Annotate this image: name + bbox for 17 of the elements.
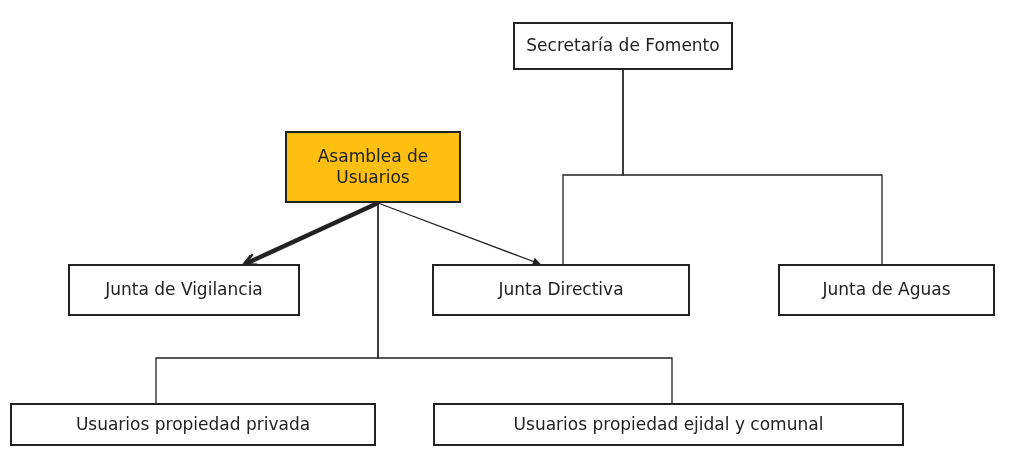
arrow [377,202,541,266]
box-label: Junta de Aguas [822,279,951,301]
box-label: Junta de Vigilancia [105,279,263,301]
box-label: Junta Directiva [498,279,624,301]
org-box [433,403,904,446]
org-box [778,264,995,316]
org-box [432,264,690,316]
org-box [513,22,733,70]
box-label: Usuarios propiedad privada [75,413,311,436]
box-label: Usuarios propiedad ejidal y comunal [513,413,824,436]
org-box [68,264,300,316]
org-box [10,403,376,446]
box-label: Asamblea de Usuarios [316,145,430,189]
highlighted-box [285,131,461,203]
box-label: Secretaría de Fomento [526,35,720,57]
connector-line [377,202,673,404]
connector-line [622,69,883,265]
